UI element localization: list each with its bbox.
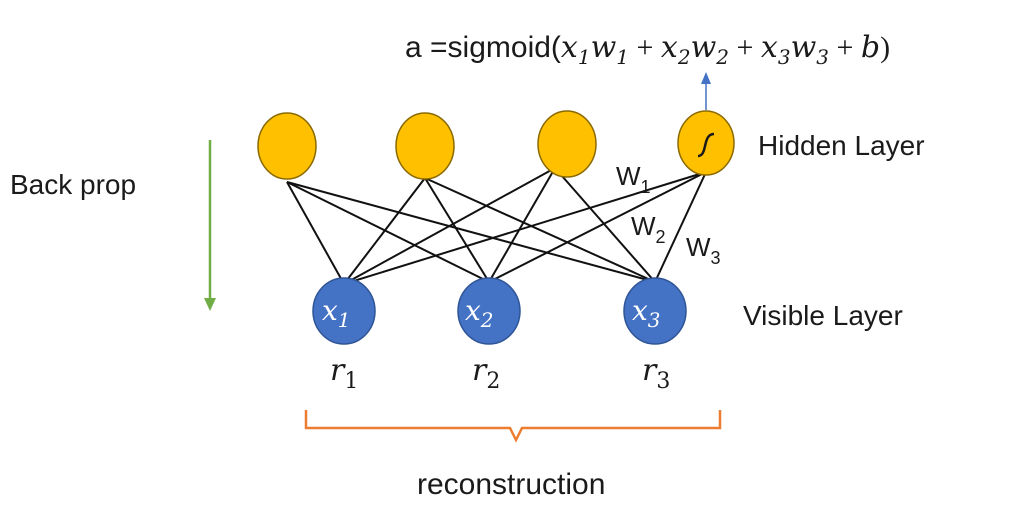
sigmoid-curve-icon bbox=[697, 132, 715, 158]
reconstruction-brace bbox=[304, 410, 722, 443]
visible-node-1 bbox=[312, 277, 376, 345]
edge-h3-v1 bbox=[343, 167, 556, 285]
eq-w3: w bbox=[791, 30, 817, 65]
edge-h3-v3 bbox=[554, 167, 656, 283]
eq-plus-2: + bbox=[729, 31, 761, 64]
eq-plus-3: + bbox=[829, 31, 861, 64]
backprop-arrow bbox=[204, 140, 216, 311]
edge-h1-v1 bbox=[286, 181, 345, 285]
edge-h2-v1 bbox=[343, 177, 426, 285]
sigmoid-equation: a =sigmoid(x1w1 + x2w2 + x3w3 + b) bbox=[405, 30, 890, 69]
visible-node-2 bbox=[457, 277, 521, 345]
eq-x1-sub: 1 bbox=[578, 45, 591, 69]
reconstruction-r1: r1 bbox=[330, 353, 358, 394]
eq-w1-sub: 1 bbox=[616, 45, 629, 69]
edge-h1-v2 bbox=[286, 181, 490, 283]
hidden-node-3 bbox=[537, 110, 597, 178]
eq-x3-sub: 3 bbox=[778, 45, 791, 69]
hidden-node-2 bbox=[395, 112, 455, 180]
equation-prefix: a =sigmoid( bbox=[405, 31, 561, 64]
edge-h4-v2 bbox=[488, 171, 707, 283]
reconstruction-label: reconstruction bbox=[417, 468, 605, 501]
edge-h2-v3 bbox=[424, 177, 656, 283]
edge-h4-v1 bbox=[343, 171, 707, 285]
weight-w2-label: W2 bbox=[631, 211, 666, 247]
activation-arrow bbox=[701, 72, 711, 110]
visible-node-3 bbox=[623, 277, 687, 345]
eq-w2: w bbox=[691, 30, 717, 65]
hidden-node-1 bbox=[257, 112, 317, 180]
backprop-label: Back prop bbox=[10, 169, 136, 200]
reconstruction-r3: r3 bbox=[642, 353, 670, 394]
eq-w1: w bbox=[591, 30, 617, 65]
visible-node-1-label: x1 bbox=[322, 294, 351, 332]
eq-w2-sub: 2 bbox=[715, 45, 729, 69]
eq-plus-1: + bbox=[629, 31, 661, 64]
edge-h2-v2 bbox=[424, 177, 490, 283]
edge-h4-v3 bbox=[654, 171, 707, 283]
eq-x2: x bbox=[661, 30, 678, 65]
eq-w3-sub: 3 bbox=[816, 45, 829, 69]
eq-x1: x bbox=[561, 30, 578, 65]
visible-node-3-label: x3 bbox=[632, 294, 661, 332]
connection-lines bbox=[286, 167, 707, 285]
weight-w3-label: W3 bbox=[686, 232, 721, 268]
edge-h3-v2 bbox=[488, 167, 556, 283]
visible-layer-nodes: x1 x2 x3 bbox=[312, 277, 687, 345]
edge-h1-v3 bbox=[286, 181, 656, 283]
weight-w1-label: W1 bbox=[616, 161, 651, 197]
visible-layer-label: Visible Layer bbox=[743, 300, 903, 331]
visible-node-2-label: x2 bbox=[465, 294, 494, 332]
eq-x3: x bbox=[761, 30, 778, 65]
hidden-layer-nodes bbox=[257, 110, 735, 180]
eq-x2-sub: 2 bbox=[677, 45, 691, 69]
hidden-layer-label: Hidden Layer bbox=[758, 130, 925, 161]
reconstruction-r2: r2 bbox=[472, 353, 500, 394]
eq-bias: b bbox=[861, 30, 880, 65]
eq-suffix: ) bbox=[880, 31, 890, 64]
